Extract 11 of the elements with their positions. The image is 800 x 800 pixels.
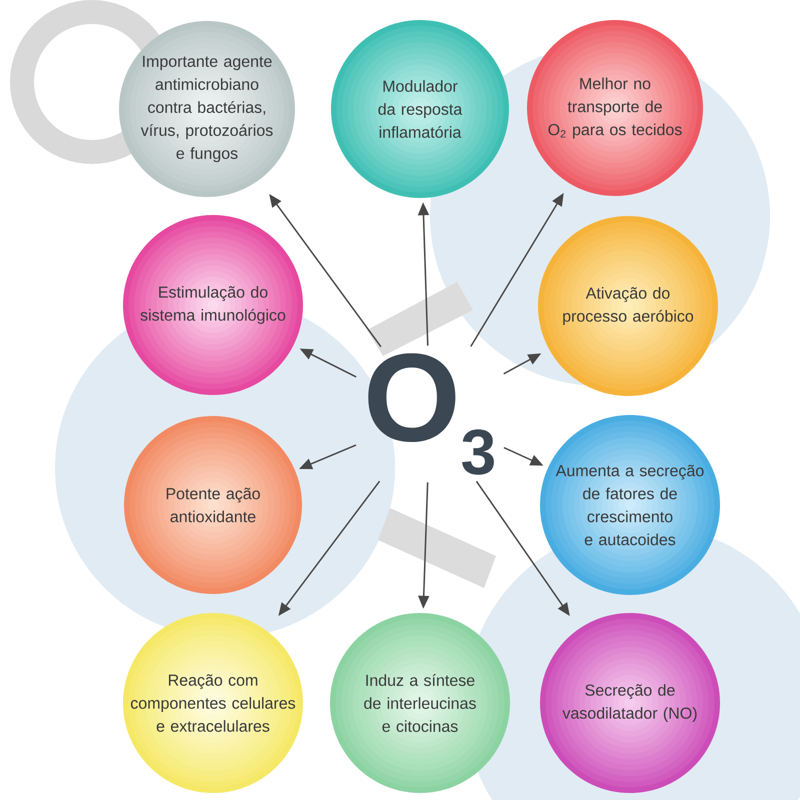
circle-node: Importante agente antimicrobiano contra bactérias, vírus, protozoários e fungos: [119, 21, 295, 197]
circle-node: Modulador da resposta inflamatória: [331, 20, 509, 198]
circle-node: Reação com componentes celulares e extracelulares: [123, 613, 303, 794]
formula-text: O$_{3}$: [368, 353, 494, 475]
circle-node: Aumenta a secreção de fatores de crescimento e autacoides: [540, 415, 720, 595]
circle-node: Induz a síntese de interleucinas e citocinas: [330, 613, 510, 794]
circle-node: Estimulação do sistema imunológico: [123, 215, 303, 395]
circle-node: Potente ação antioxidante: [124, 416, 302, 594]
circle-node: Secreção de vasodilatador (NO): [540, 613, 720, 794]
circle-node: Melhor no transporte de O$_{2}$ para os tecidos: [527, 20, 703, 196]
circle-node: Ativação do processo aeróbico: [538, 216, 718, 396]
